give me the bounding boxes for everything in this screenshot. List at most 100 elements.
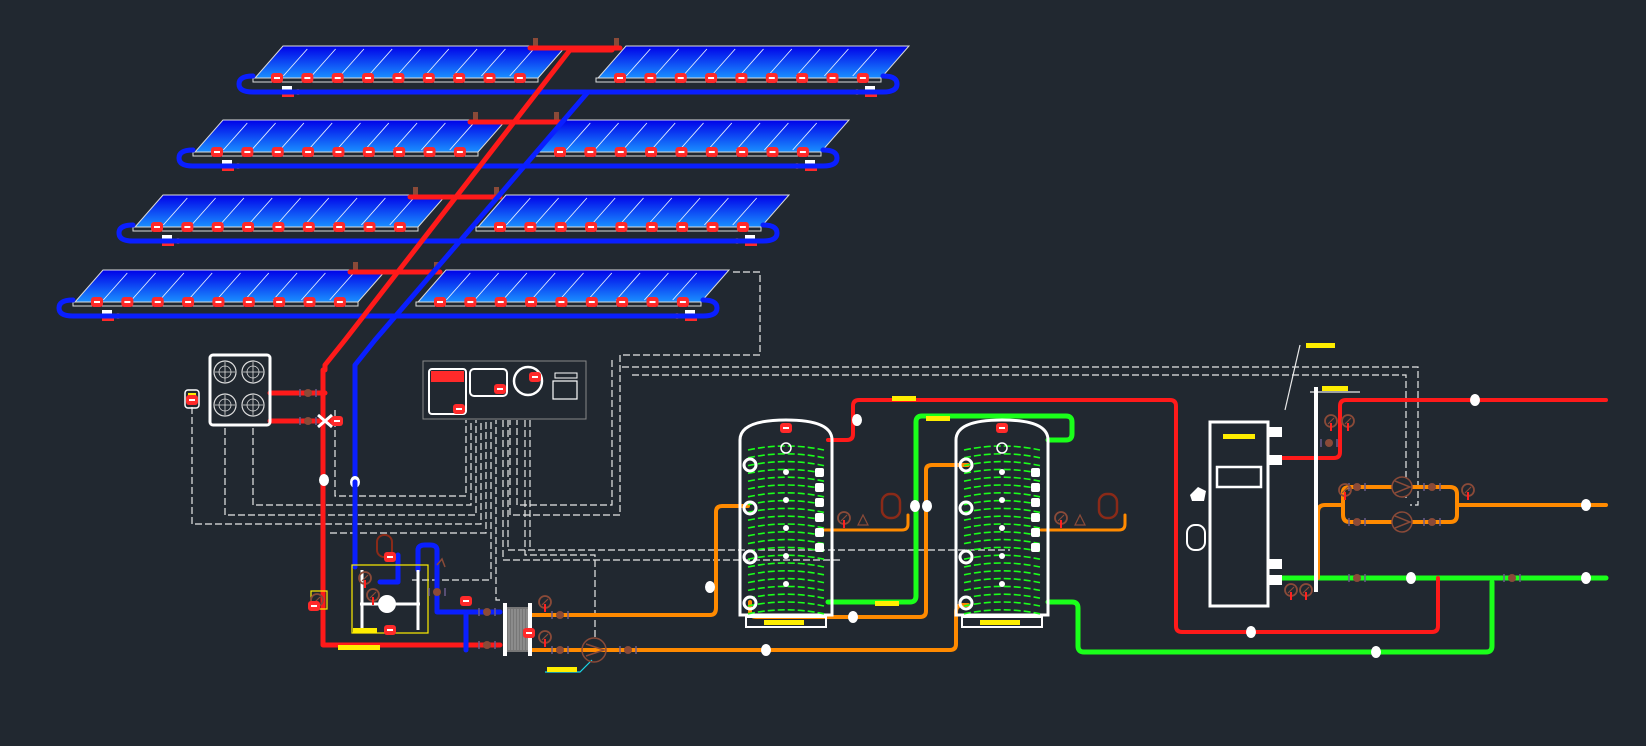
sensor-tag-mark	[395, 77, 402, 79]
sensor-tag-mark	[154, 301, 161, 303]
air-vent-body	[282, 86, 292, 92]
heating-coil	[747, 593, 825, 599]
valve-icon	[1320, 439, 1338, 447]
flow-sensor-icon	[1371, 646, 1381, 658]
tank-label-placeholder	[764, 620, 804, 625]
gauge-needle	[1302, 586, 1310, 594]
panel-strip-line	[615, 272, 641, 301]
panel-sensor-tag	[271, 147, 284, 157]
panel-sensor-tag	[241, 147, 254, 157]
fan-ring	[241, 360, 265, 384]
panel-strip-line	[587, 272, 613, 301]
sensor-dot	[783, 553, 789, 559]
panel-strip-line	[339, 48, 365, 77]
valve-icon	[551, 646, 569, 654]
panel-sensor-tag	[393, 222, 406, 232]
panel-strip-line	[251, 122, 276, 151]
panel-strip-line	[304, 197, 330, 226]
sensor-dot	[999, 525, 1005, 531]
heating-coil	[963, 484, 1041, 490]
valve-body	[1508, 574, 1516, 582]
supply-riser	[322, 47, 615, 373]
boiler-label-placeholder	[1223, 434, 1255, 439]
sensor-tag-mark	[387, 629, 393, 631]
sensor-tag-mark	[486, 77, 493, 79]
pressure-gauge-icon	[1299, 583, 1313, 600]
panel-sensor-tag	[332, 147, 345, 157]
control-wire	[516, 360, 613, 506]
panel-strip-line	[329, 272, 355, 301]
sensor-tag-mark	[426, 151, 433, 153]
sensor-tag-mark	[214, 226, 221, 228]
sensor-tag-mark	[425, 77, 432, 79]
pressure-gauge-icon	[538, 630, 552, 647]
sensor-tag-mark	[558, 301, 565, 303]
label-placeholder	[892, 396, 916, 401]
outdoor-sensor-tag	[186, 395, 198, 405]
heating-coil	[963, 515, 1041, 521]
display-module	[469, 368, 508, 397]
collector-return-loop	[116, 222, 780, 244]
sensor-tag-mark	[185, 301, 192, 303]
sensor-tag-mark	[588, 226, 595, 228]
gauge-needle	[1464, 486, 1472, 494]
panel-strip-line	[474, 272, 499, 301]
sensor-tag-mark	[245, 301, 252, 303]
control-wire	[330, 420, 487, 534]
tank-tag	[996, 423, 1008, 433]
label-placeholders	[338, 343, 1348, 672]
panel-strip-line	[276, 197, 301, 226]
sensor-tag-mark	[527, 226, 534, 228]
valve-icon	[478, 641, 496, 649]
gauge-needle	[1287, 586, 1295, 594]
tank-port	[958, 457, 974, 473]
flow-sensor-icon	[1581, 572, 1591, 584]
sensor-tag-mark	[387, 556, 393, 558]
panel-sensor-tag	[705, 73, 718, 83]
sensor-tag-mark	[526, 632, 532, 634]
sensor-dot	[999, 469, 1005, 475]
panel-strip-line	[767, 48, 793, 77]
heating-coil	[963, 460, 1041, 467]
panel-strip-line	[445, 272, 471, 301]
panel-strip-line	[301, 272, 326, 301]
monitor	[552, 380, 578, 400]
panel-strip-line	[739, 48, 764, 77]
heating-coil	[747, 476, 825, 482]
panel-sensor-tag	[735, 73, 748, 83]
panel-sensor-tag	[242, 222, 255, 232]
panel-strip-line	[675, 197, 701, 226]
panel-sensor-tag	[705, 147, 718, 157]
sensor-well	[1031, 498, 1040, 507]
panel-sensor-tag	[151, 297, 164, 307]
sensor-tag-mark	[456, 77, 463, 79]
valve-icon	[299, 389, 317, 397]
solar-collector-panel	[475, 194, 791, 232]
solar-collector-panel	[192, 119, 508, 157]
panel-sensor-tag	[91, 297, 103, 307]
control-wire	[502, 420, 842, 561]
pump-station-tag	[384, 625, 396, 635]
sensor-well	[1031, 468, 1040, 477]
station-expansion-line	[377, 552, 401, 585]
sensor-tag-mark	[189, 399, 195, 401]
sensor-tag-mark	[245, 226, 252, 228]
return-riser	[352, 89, 591, 523]
sensor-tag-mark	[532, 376, 538, 378]
flow-sensor-icon	[910, 500, 920, 512]
header-valve-icon	[353, 262, 358, 270]
flow-sensor-icon	[1406, 572, 1416, 584]
sensor-tag-mark	[829, 77, 836, 79]
panel-strip-line	[565, 122, 591, 151]
panel-sensor-tag	[182, 297, 195, 307]
panel-sensor-tag	[483, 73, 496, 83]
heating-coil	[963, 538, 1041, 545]
pressure-gauge-icon	[1341, 414, 1355, 431]
storage-tank-1	[738, 418, 834, 628]
auxiliary-boiler	[1186, 420, 1282, 608]
valve-icon	[1503, 574, 1521, 582]
heating-coil	[747, 609, 825, 615]
gauge-tag	[308, 601, 320, 611]
sensor-tag-mark	[437, 301, 443, 303]
piping-network	[56, 45, 1609, 658]
